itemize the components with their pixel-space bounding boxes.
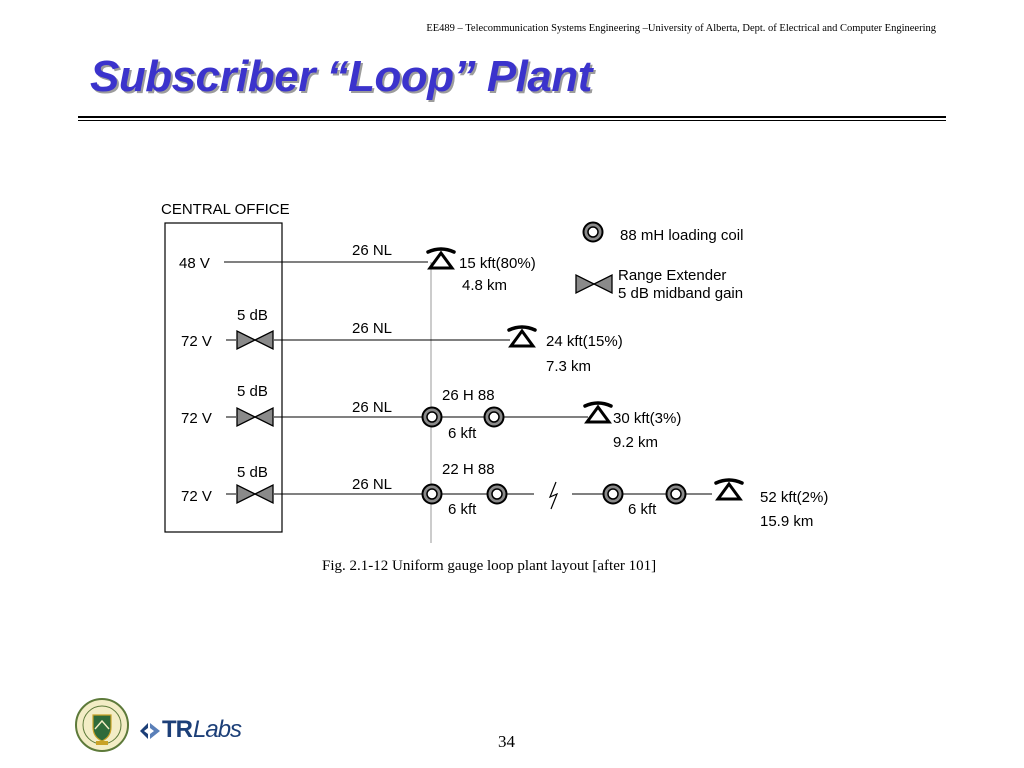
loop-4-cable: 26 NL: [352, 476, 392, 493]
figure-caption: Fig. 2.1-12 Uniform gauge loop plant lay…: [322, 558, 656, 574]
telephone-icon: [583, 401, 613, 424]
trlabs-mark-icon: [140, 723, 160, 739]
loop-1: 48 V 26 NL 15 kft(80%) 4.8 km: [179, 242, 536, 294]
loop-2-metric: 7.3 km: [546, 358, 591, 375]
loop-3-distance: 30 kft(3%): [613, 410, 681, 427]
trlabs-logo: TR Labs: [136, 716, 246, 747]
loop-1-distance: 15 kft(80%): [459, 255, 536, 272]
loop-3-coil-spacing: 6 kft: [448, 425, 477, 442]
loading-coil-icon: [421, 406, 443, 428]
central-office-label: CENTRAL OFFICE: [161, 201, 290, 218]
legend-range-extender-label: Range Extender: [618, 267, 726, 284]
loop-3-voltage: 72 V: [181, 410, 212, 427]
loop-plant-diagram: CENTRAL OFFICE 88 mH loading coil Range …: [161, 201, 828, 574]
range-extender-icon: [236, 484, 274, 504]
footer-logos: TR Labs: [74, 697, 244, 753]
loop-2-cable: 26 NL: [352, 320, 392, 337]
loop-4-coil-spacing: 6 kft: [448, 501, 477, 518]
loading-coil-icon: [483, 406, 505, 428]
loading-coil-icon: [582, 221, 604, 243]
range-extender-icon: [575, 274, 613, 294]
telephone-icon: [507, 325, 537, 348]
page-number: 34: [498, 732, 515, 751]
loading-coil-icon: [486, 483, 508, 505]
loop-4-extender-gain: 5 dB: [237, 464, 268, 481]
loop-4-voltage: 72 V: [181, 488, 212, 505]
loop-3-extender-gain: 5 dB: [237, 383, 268, 400]
legend-loading-coil-label: 88 mH loading coil: [620, 227, 743, 244]
loop-1-metric: 4.8 km: [462, 277, 507, 294]
telephone-icon: [714, 478, 744, 501]
loop-1-voltage: 48 V: [179, 255, 210, 272]
telephone-icon: [426, 247, 456, 270]
line-break-symbol: [548, 481, 559, 510]
slide-title: Subscriber “Loop” Plant: [90, 52, 592, 101]
title-rule-bottom: [78, 120, 946, 121]
loop-2-distance: 24 kft(15%): [546, 333, 623, 350]
loop-3: 5 dB 72 V 26 NL 26 H 88 6 kft 30 kft(3%)…: [181, 383, 681, 451]
legend-range-extender-gain: 5 dB midband gain: [618, 285, 743, 302]
loading-coil-icon: [665, 483, 687, 505]
loop-4-metric: 15.9 km: [760, 513, 813, 530]
title-rule-top: [78, 116, 946, 118]
trlabs-logo-tr: TR: [162, 716, 193, 743]
loop-4-coil-spacing-far: 6 kft: [628, 501, 657, 518]
course-header-note: EE489 – Telecommunication Systems Engine…: [426, 23, 936, 34]
trlabs-logo-labs: Labs: [193, 716, 242, 743]
loop-2-extender-gain: 5 dB: [237, 307, 268, 324]
loading-coil-icon: [421, 483, 443, 505]
loop-4-section: 22 H 88: [442, 461, 495, 478]
loop-4: 5 dB 72 V 26 NL 22 H 88 6 kft 6 kft 52 k…: [181, 461, 828, 530]
range-extender-icon: [236, 330, 274, 350]
central-office-box: [164, 222, 283, 533]
loop-3-section: 26 H 88: [442, 387, 495, 404]
university-seal-icon: [75, 698, 129, 752]
loading-coil-icon: [602, 483, 624, 505]
loop-2-voltage: 72 V: [181, 333, 212, 350]
loop-1-cable: 26 NL: [352, 242, 392, 259]
loop-4-distance: 52 kft(2%): [760, 489, 828, 506]
loop-3-metric: 9.2 km: [613, 434, 658, 451]
range-extender-icon: [236, 407, 274, 427]
loop-3-cable: 26 NL: [352, 399, 392, 416]
loop-2: 5 dB 72 V 26 NL 24 kft(15%) 7.3 km: [181, 307, 623, 375]
